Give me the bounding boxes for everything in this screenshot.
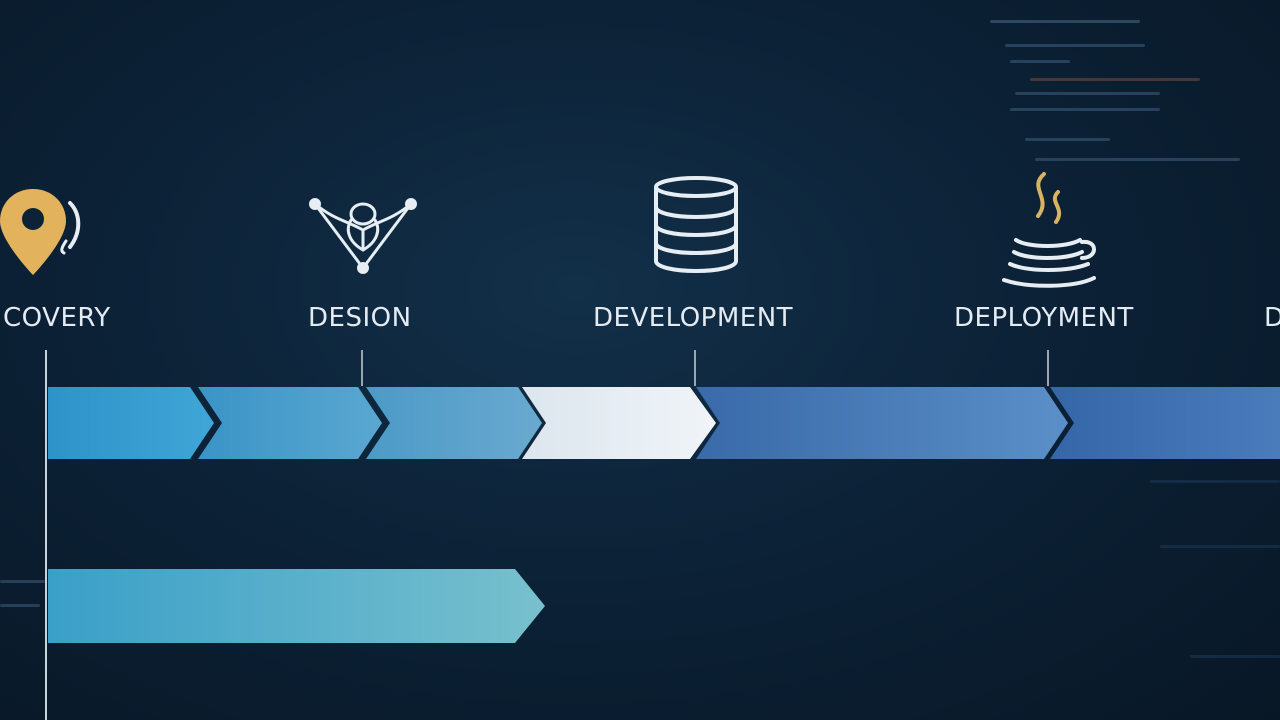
stage-label-development: DEVELOPMENT (593, 303, 794, 333)
chevron-4 (522, 387, 716, 459)
chevron-row (48, 387, 1280, 459)
secondary-arrow (48, 569, 545, 643)
stage-label-discovery: COVERY (3, 303, 111, 333)
tick-design (361, 350, 363, 386)
stage-label-deployment: DEPLOYMENT (954, 303, 1134, 333)
chevron-6 (1050, 387, 1280, 459)
chevron-5 (696, 387, 1068, 459)
tick-development (694, 350, 696, 386)
chevron-3 (366, 387, 542, 459)
map-pin-icon (0, 189, 81, 275)
java-cup-icon (1002, 172, 1096, 288)
database-icon (654, 176, 738, 274)
chevron-2 (198, 387, 382, 459)
timeline-guide-line (45, 350, 47, 720)
chevron-1 (48, 387, 214, 459)
network-icon (309, 198, 417, 274)
stage-label-design: DESION (308, 303, 412, 333)
tick-deployment (1047, 350, 1049, 386)
stage-label-next: D (1264, 303, 1280, 333)
